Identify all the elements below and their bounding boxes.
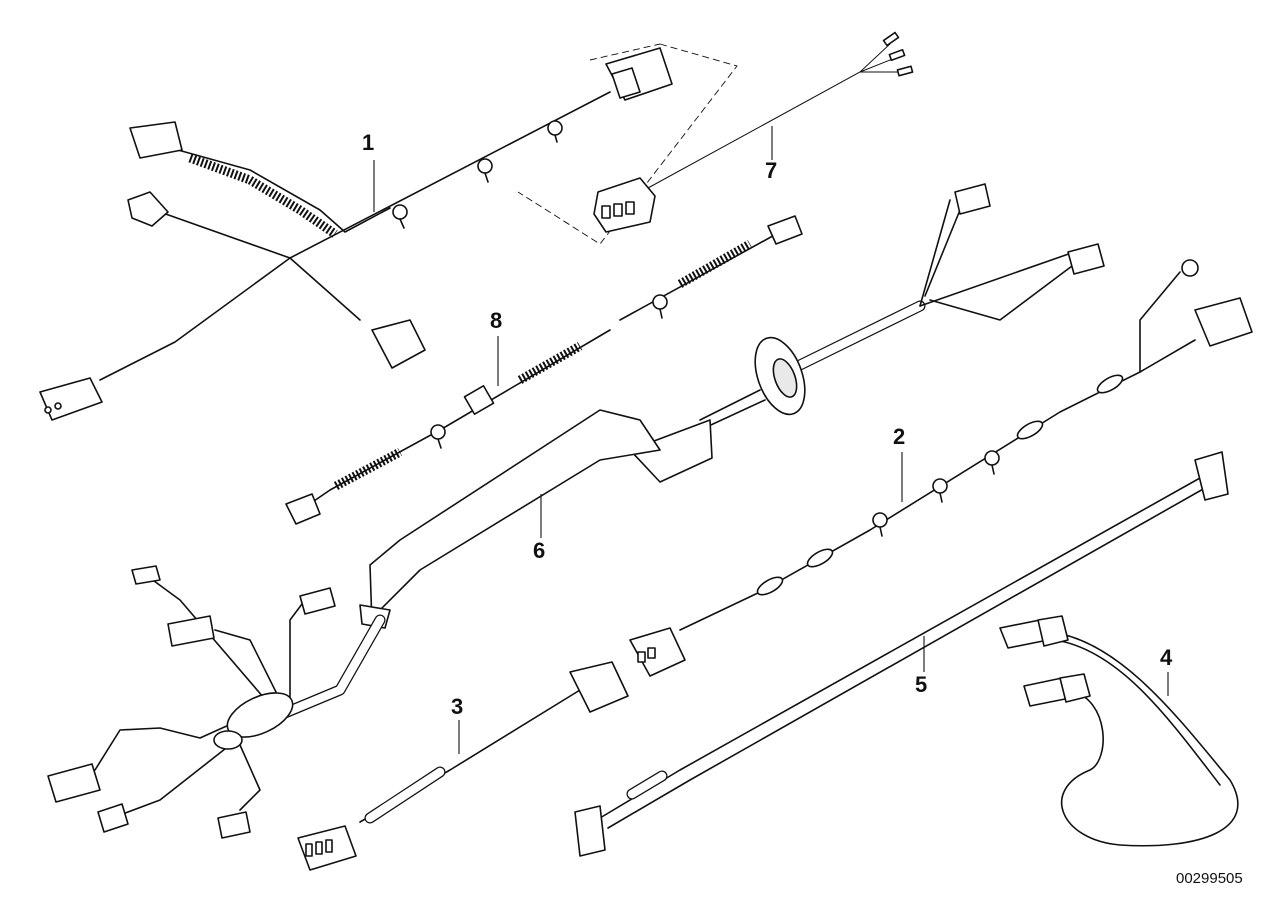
part-2-cable	[629, 259, 1253, 677]
part-label-1: 1	[362, 130, 375, 155]
part-7-cable	[517, 31, 914, 245]
part-label-4: 4	[1160, 645, 1173, 670]
part-label-2: 2	[893, 424, 906, 449]
part-label-5: 5	[915, 672, 928, 697]
part-label-6: 6	[533, 538, 546, 563]
part-3-cable	[297, 661, 629, 871]
part-6-harness	[47, 183, 1105, 839]
part-5-cable	[574, 451, 1229, 857]
part-8-cable	[285, 215, 803, 525]
part-4-cable	[999, 615, 1239, 847]
part-label-8: 8	[490, 308, 503, 333]
part-label-7: 7	[765, 158, 778, 183]
image-code: 00299505	[1176, 870, 1243, 887]
part-label-3: 3	[451, 694, 464, 719]
part-1-harness	[39, 47, 673, 421]
leader-lines	[373, 126, 1169, 754]
